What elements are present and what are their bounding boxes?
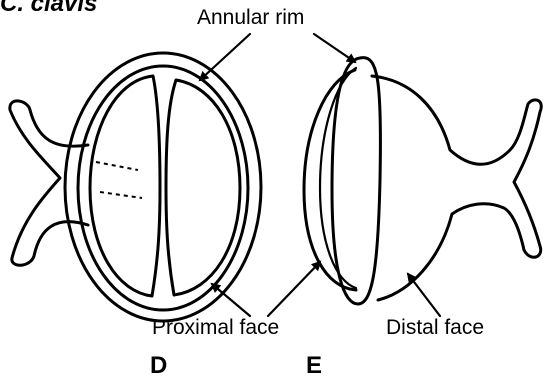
panel-label-e: E	[306, 352, 322, 380]
d-dashed-line-1	[96, 162, 138, 170]
d-annular-rim-outer	[65, 53, 261, 321]
arrow-annular-rim-to-d	[200, 34, 250, 80]
label-annular-rim: Annular rim	[197, 6, 304, 30]
d-annular-rim-inner	[78, 66, 248, 310]
figure-title: C. clavis	[0, 0, 97, 18]
label-distal-face: Distal face	[386, 316, 484, 340]
figure-e-drawing	[304, 58, 541, 304]
arrow-distal-to-e	[408, 274, 440, 316]
label-proximal-face: Proximal face	[152, 316, 279, 340]
d-left-half	[90, 76, 160, 296]
figure-d-drawing	[10, 53, 261, 321]
e-distal-body	[372, 76, 541, 300]
panel-label-d: D	[150, 352, 167, 380]
e-annular-rim	[332, 58, 380, 304]
d-dashed-line-2	[100, 192, 142, 198]
arrow-proximal-to-e	[268, 262, 320, 316]
arrow-annular-rim-to-e	[314, 34, 355, 62]
